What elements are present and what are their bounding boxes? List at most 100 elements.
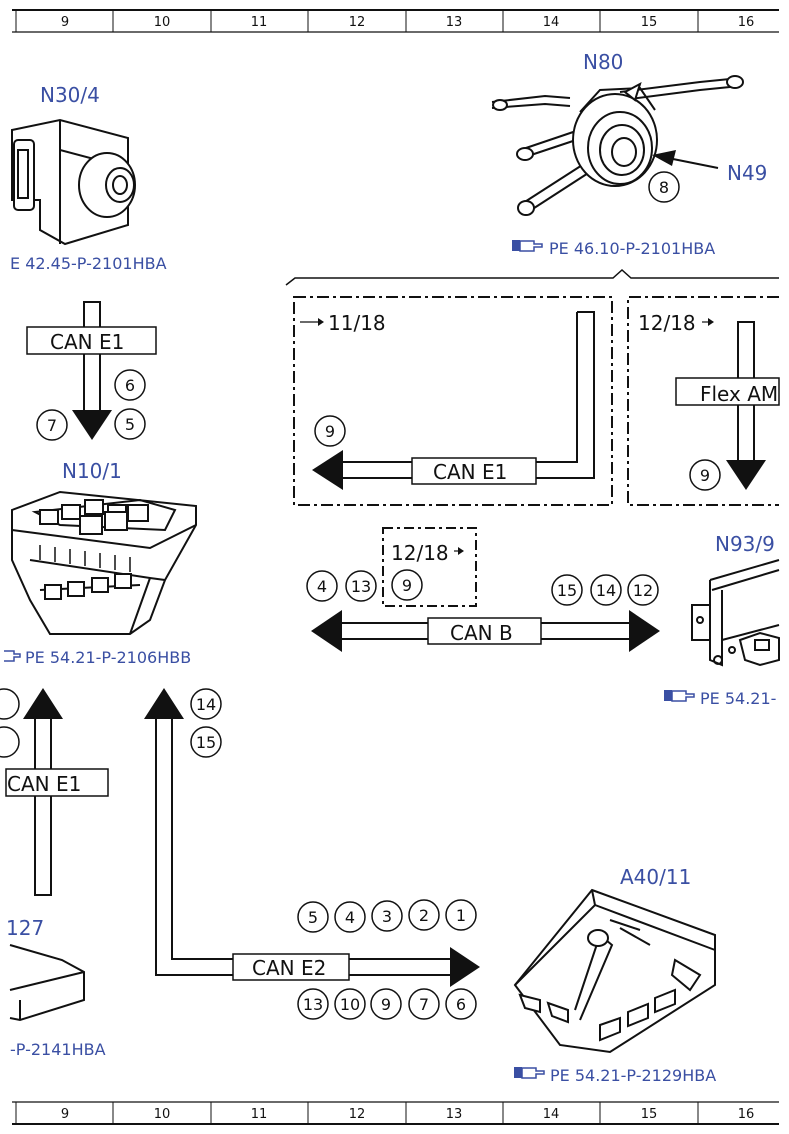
x127-illustration	[9, 944, 85, 1022]
n10-1-component: N10/1 PE 54.21-P-2106HBB	[4, 459, 197, 667]
connector-number: 4	[345, 908, 355, 927]
n10-1-illustration	[11, 490, 197, 635]
component-ref-a40-11: PE 54.21-P-2129HBA	[550, 1066, 716, 1085]
connector-circle	[590, 574, 622, 606]
connector-circle	[190, 726, 222, 758]
component-label-n30-4: N30/4	[40, 83, 100, 107]
column-number: 9	[61, 1107, 69, 1122]
bus-label-can-e1: CAN E1	[7, 772, 81, 796]
connector-circle	[689, 459, 721, 491]
connector-number: 13	[303, 995, 323, 1014]
a40-11-component: A40/11 PE 54.21-P-2129HBA	[513, 865, 716, 1085]
column-number: 9	[61, 15, 69, 30]
bottom-column-ruler: 9 10 11 12 13 14 15 16	[12, 1101, 779, 1125]
column-number: 15	[641, 1107, 658, 1122]
connector-number: 7	[47, 416, 57, 435]
hand-pointer-icon	[512, 240, 543, 252]
connector-number: 12	[633, 581, 653, 600]
column-number: 13	[446, 1107, 463, 1122]
connector-number: 5	[308, 908, 318, 927]
connector-circle	[391, 569, 423, 601]
a40-11-illustration	[513, 888, 716, 1054]
connector-number: 9	[402, 576, 412, 595]
column-number: 12	[349, 1107, 366, 1122]
column-number: 11	[251, 1107, 268, 1122]
component-ref-n93-9: PE 54.21-	[700, 689, 776, 708]
connector-number: 6	[456, 995, 466, 1014]
n30-4-illustration	[11, 118, 136, 246]
can-e1-top-link: CAN E1	[26, 301, 157, 440]
component-label-n80: N80	[583, 50, 623, 74]
connector-number: 13	[351, 577, 371, 596]
column-number: 16	[738, 1107, 755, 1122]
page-reference: 12/18	[638, 311, 696, 335]
connector-circle	[551, 574, 583, 606]
column-number: 16	[738, 15, 755, 30]
bus-label-can-e2: CAN E2	[252, 956, 326, 980]
column-number: 12	[349, 15, 366, 30]
bus-label-can-e1: CAN E1	[50, 330, 124, 354]
component-label-127: 127	[6, 916, 44, 940]
connector-number: 2	[419, 906, 429, 925]
connector-circle	[627, 574, 659, 606]
connector-number: 8	[659, 178, 669, 197]
n80-illustration	[491, 75, 744, 216]
can-b-link: 12/18 4 13 9 CAN B 15 14 12	[306, 527, 660, 652]
can-e2-link: CAN E2 14 15 5 4 3 2 1 13 10 9 7 6	[144, 688, 480, 1020]
n49-pointer-arrow	[652, 150, 676, 166]
connector-number: 7	[419, 995, 429, 1014]
column-number: 11	[251, 15, 268, 30]
connector-circle	[314, 415, 346, 447]
bus-label-can-b: CAN B	[450, 621, 513, 645]
connector-number: 1	[456, 906, 466, 925]
bus-label-can-e1: CAN E1	[433, 460, 507, 484]
connector-number: 4	[317, 577, 327, 596]
x127-component: 127 -P-2141HBA	[6, 916, 106, 1059]
connector-circle	[306, 570, 338, 602]
hand-pointer-icon	[664, 690, 695, 702]
connector-circle	[190, 688, 222, 720]
hand-pointer-icon	[514, 1067, 545, 1079]
n30-4-component: N30/4 E 42.45-P-2101HBA	[10, 83, 167, 273]
component-ref-n10-1: PE 54.21-P-2106HBB	[25, 648, 191, 667]
page-reference: 11/18	[328, 311, 386, 335]
column-number: 14	[543, 15, 560, 30]
connector-number: 6	[125, 376, 135, 395]
column-number: 14	[543, 1107, 560, 1122]
reference-box-right: 12/18 Flex AM 9	[627, 296, 780, 506]
connector-number: 9	[700, 466, 710, 485]
connector-number: 9	[381, 995, 391, 1014]
column-number: 10	[154, 15, 171, 30]
n80-component: N80 N49 8 PE	[491, 50, 767, 258]
n93-9-illustration	[691, 559, 780, 667]
connector-number: 10	[340, 995, 360, 1014]
component-label-n93-9: N93/9	[715, 532, 775, 556]
n93-9-component: N93/9 PE 54.21-	[664, 532, 780, 708]
component-label-a40-11: A40/11	[620, 865, 691, 889]
bus-label-flex: Flex AM	[700, 382, 778, 406]
component-ref-n30-4: E 42.45-P-2101HBA	[10, 254, 167, 273]
component-label-n10-1: N10/1	[62, 459, 122, 483]
column-number: 13	[446, 15, 463, 30]
connector-circle	[648, 171, 680, 203]
connector-number: 15	[557, 581, 577, 600]
column-number: 10	[154, 1107, 171, 1122]
component-ref-n80: PE 46.10-P-2101HBA	[549, 239, 715, 258]
column-number: 15	[641, 15, 658, 30]
can-e1-bottom-link: CAN E1	[0, 688, 109, 896]
connector-number: 9	[325, 422, 335, 441]
connector-circle	[345, 570, 377, 602]
component-label-n49: N49	[727, 161, 767, 185]
n49-pointer-line	[667, 157, 719, 169]
connector-circle	[114, 369, 146, 401]
hand-pointer-icon	[4, 650, 21, 662]
page-reference: 12/18	[391, 541, 449, 565]
connector-number: 15	[196, 733, 216, 752]
connector-number: 3	[382, 907, 392, 926]
connector-circle	[36, 409, 68, 441]
reference-box-left: 11/18 CAN E1 9	[293, 296, 613, 506]
connector-circle	[114, 408, 146, 440]
top-column-ruler: 9 10 11 12 13 14 15 16	[12, 9, 779, 33]
group-bracket	[285, 268, 779, 286]
